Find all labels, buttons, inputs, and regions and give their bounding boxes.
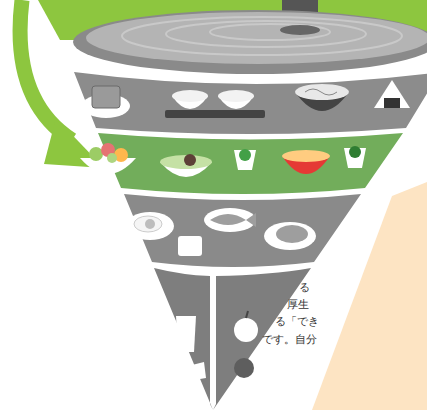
vegetable-band-part — [98, 133, 403, 194]
text-fragment: です。自分 — [262, 333, 317, 347]
vegetable-band-part — [239, 149, 251, 161]
milk-band — [154, 268, 213, 410]
main-dish-band-part — [264, 222, 316, 250]
rotation-arrow-part — [44, 118, 104, 168]
grain-band-part — [374, 80, 410, 108]
main-dish-band-part — [178, 236, 202, 256]
top-plate-part — [210, 24, 330, 40]
vegetable-band-part — [184, 154, 196, 166]
grain-band-part — [295, 84, 349, 100]
vegetable-band-part — [160, 155, 212, 169]
grain-band-part — [172, 90, 208, 102]
top-plate-part — [73, 10, 427, 74]
main-dish-band-part — [210, 213, 256, 227]
top-plate-part — [280, 25, 320, 35]
main-dish-band-part — [276, 225, 308, 243]
vegetable-band — [80, 133, 403, 194]
top-plate-part — [86, 12, 427, 64]
milk-band-part — [154, 268, 213, 410]
grain-band-part — [74, 72, 427, 134]
main-dish-band-part — [204, 208, 256, 232]
vegetable-band-part — [349, 146, 361, 158]
vegetable-band-part — [282, 150, 330, 162]
text-fragment: る「でき — [275, 315, 319, 329]
grain-band-part — [218, 90, 254, 102]
text-fragment: 厚生 — [287, 298, 309, 312]
main-dish-band-part — [145, 219, 155, 229]
grain-band-part — [165, 110, 265, 118]
top-plate-part — [166, 21, 366, 47]
top-plate-part — [122, 17, 402, 55]
text-fragment: る — [299, 281, 310, 295]
milk-band-part — [180, 362, 206, 382]
vegetable-band-part — [89, 147, 103, 161]
main-dish-band-part — [124, 194, 361, 267]
milk-band-part — [176, 316, 196, 352]
grain-band-part — [384, 98, 400, 108]
grain-band — [74, 72, 427, 134]
fruit-band-part — [234, 358, 254, 378]
rotation-arrow-part — [20, 0, 72, 140]
vegetable-band-part — [107, 153, 117, 163]
top-plate — [73, 10, 427, 74]
main-dish-band-part — [134, 216, 162, 232]
main-dish-band-part — [126, 212, 174, 240]
grain-band-part — [305, 89, 337, 95]
fruit-band-part — [246, 311, 248, 318]
fruit-band-part — [234, 318, 258, 342]
grain-band-part — [92, 86, 120, 108]
vegetable-band-part — [234, 150, 256, 170]
main-dish-band — [124, 194, 361, 267]
